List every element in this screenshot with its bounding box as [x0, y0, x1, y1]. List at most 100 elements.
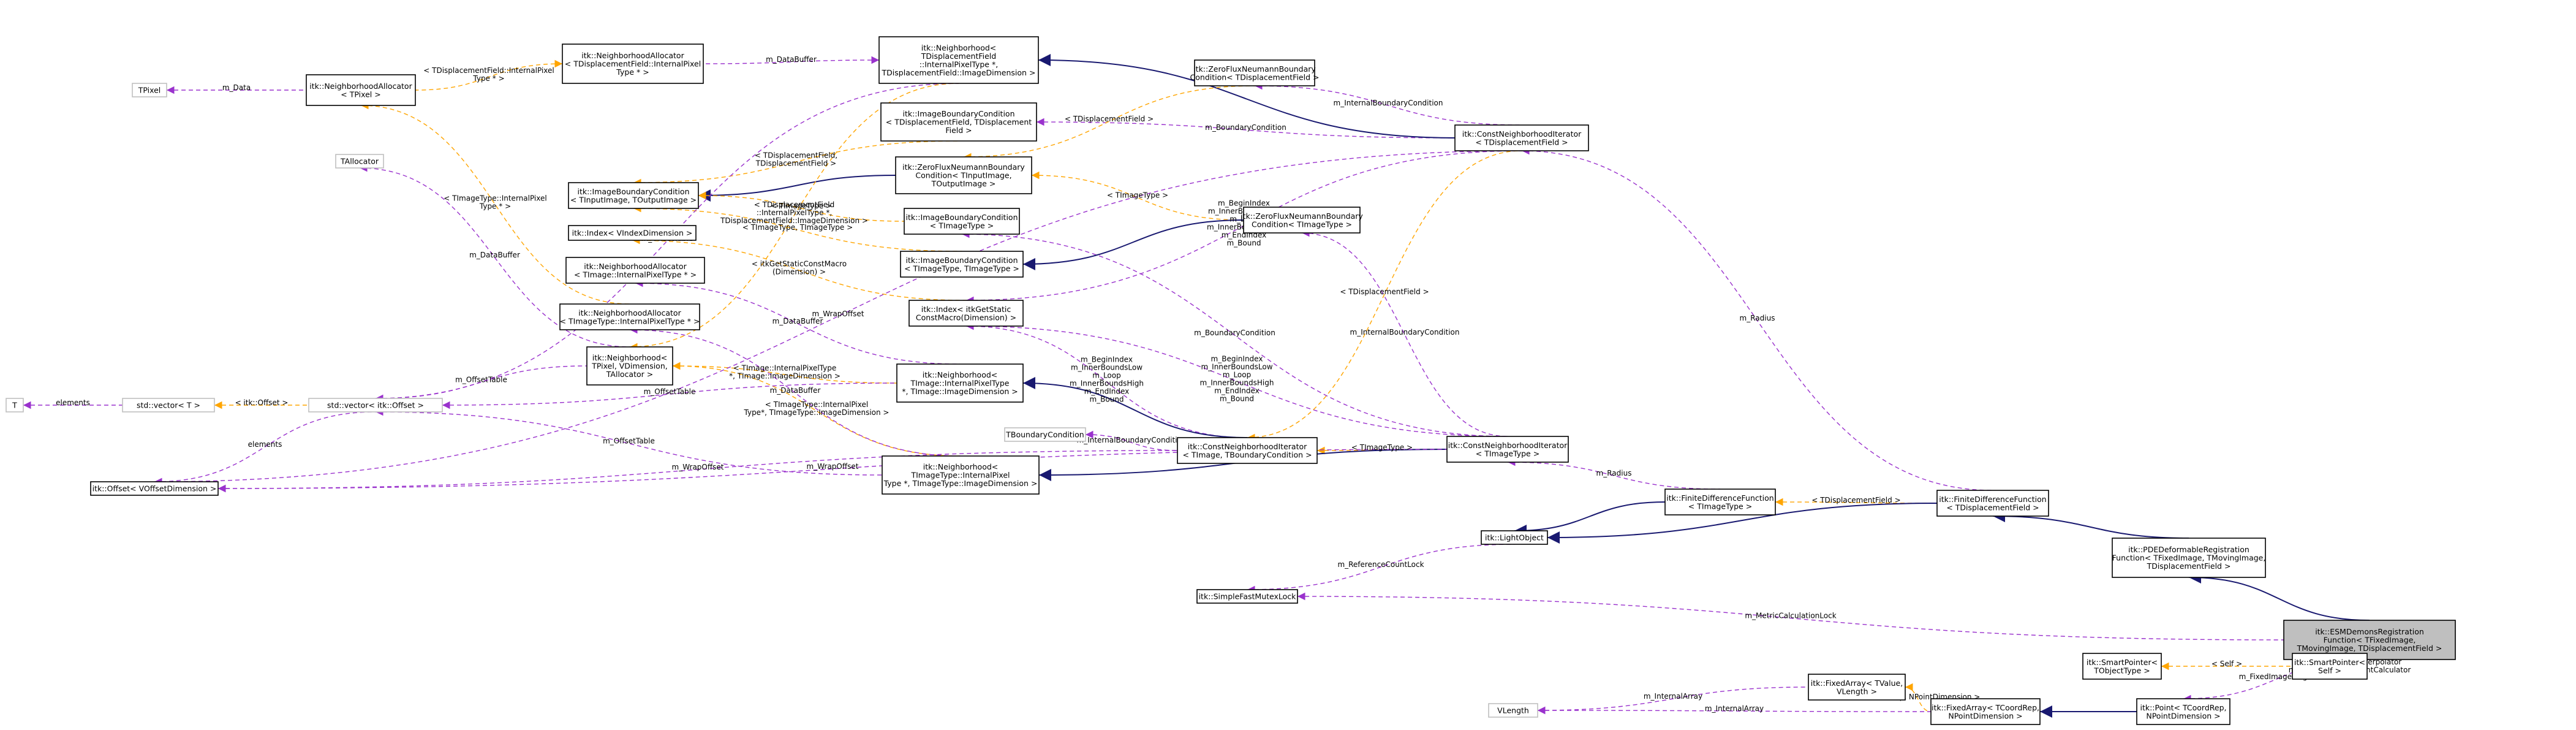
edge-path	[415, 59, 563, 91]
edge-label: m_Loop	[1223, 371, 1251, 379]
edge-FDF_TDF-to-PDE	[1992, 510, 2189, 539]
class-box	[908, 300, 1024, 327]
class-node-SP_T[interactable]: itk::SmartPointer<TObjectType >	[2082, 653, 2162, 680]
class-node-Point[interactable]: itk::Point< TCoordRep,NPointDimension >	[2136, 698, 2230, 725]
class-name-line: itk::ZeroFluxNeumannBoundary	[1193, 64, 1316, 74]
class-box	[2292, 653, 2368, 680]
edge-Offset-to-CNI_TDF	[154, 150, 1522, 486]
class-node-FDF_TImageType[interactable]: itk::FiniteDifferenceFunction< TImageTyp…	[1664, 489, 1776, 515]
edge-NB_Generic-to-NB_TDF	[629, 83, 959, 351]
edge-LightObject-to-FDF_TDF	[1547, 503, 1938, 544]
class-node-VLength[interactable]: VLength	[1488, 703, 1538, 718]
edge-label: *, TImage::ImageDimension >	[729, 372, 840, 381]
edge-label: < TDisplacementField,	[755, 151, 837, 160]
class-box	[1481, 530, 1548, 545]
class-box	[1488, 703, 1538, 718]
class-name-line: itk::NeighborhoodAllocator	[581, 51, 684, 60]
edge-label: m_InternalBoundaryCondition	[1350, 328, 1460, 336]
edge-label: < TDisplacementField >	[1065, 115, 1154, 123]
class-node-NB_TImage[interactable]: itk::Neighborhood<TImage::InternalPixelT…	[896, 363, 1024, 403]
class-node-IBC_TITI[interactable]: itk::ImageBoundaryCondition< TImageType,…	[900, 251, 1024, 278]
class-node-IBC_TI[interactable]: itk::ImageBoundaryCondition< TImageType …	[904, 208, 1020, 235]
class-node-SP_Self[interactable]: itk::SmartPointer<Self >	[2292, 653, 2368, 680]
class-name-line: itk::NeighborhoodAllocator	[578, 308, 681, 317]
class-name-line: itk::Neighborhood<	[921, 43, 997, 52]
class-name-line: itk::ZeroFluxNeumannBoundary	[902, 162, 1025, 172]
class-box	[2112, 538, 2266, 578]
edge-label: m_BeginIndex	[1081, 355, 1133, 364]
class-node-FA_T[interactable]: itk::FixedArray< TValue,VLength >	[1808, 674, 1906, 701]
class-name-line: < TInputImage, TOutputImage >	[570, 195, 697, 204]
class-name-line: TBoundaryCondition	[1005, 430, 1084, 439]
class-box	[1194, 59, 1315, 86]
class-name-line: < TDisplacementField >	[1946, 503, 2039, 512]
class-node-IndexStatic[interactable]: itk::Index< itkGetStaticConstMacro(Dimen…	[908, 300, 1024, 327]
edge-label: m_InternalArray	[1644, 692, 1702, 701]
class-node-NA_TImage[interactable]: itk::NeighborhoodAllocator< TImage::Inte…	[565, 257, 705, 284]
class-node-PDE[interactable]: itk::PDEDeformableRegistrationFunction< …	[2112, 538, 2266, 578]
class-node-LightObject[interactable]: itk::LightObject	[1481, 530, 1548, 545]
edge-path	[633, 140, 959, 187]
class-node-VecOffset[interactable]: std::vector< itk::Offset >	[308, 398, 443, 413]
class-node-TBoundaryCondition[interactable]: TBoundaryCondition	[1004, 427, 1086, 442]
class-node-SFML[interactable]: itk::SimpleFastMutexLock	[1196, 589, 1298, 604]
class-name-line: < TImageType, TImageType >	[904, 264, 1019, 273]
class-node-CNI_TDF[interactable]: itk::ConstNeighborhoodIterator< TDisplac…	[1454, 124, 1589, 151]
class-name-line: itk::NeighborhoodAllocator	[309, 82, 412, 91]
class-node-T[interactable]: T	[6, 398, 24, 413]
class-node-Offset[interactable]: itk::Offset< VOffsetDimension >	[90, 481, 219, 496]
class-name-line: T	[12, 401, 17, 410]
edge-label: Type*, TImageType::ImageDimension >	[744, 408, 890, 417]
edge-label: m_Radius	[1596, 469, 1632, 477]
class-node-CNI_TImage[interactable]: itk::ConstNeighborhoodIterator< TImage, …	[1177, 437, 1318, 464]
class-node-NB_Generic[interactable]: itk::Neighborhood<TPixel, VDimension,TAl…	[586, 346, 673, 386]
class-node-FDF_TDF[interactable]: itk::FiniteDifferenceFunction< TDisplace…	[1936, 490, 2049, 517]
edge-path	[1031, 171, 1244, 221]
class-node-IBC_TDF[interactable]: itk::ImageBoundaryCondition< TDisplaceme…	[880, 102, 1037, 142]
edge-label: ::InternalPixelType *,	[757, 208, 832, 217]
class-node-TAllocator[interactable]: TAllocator	[335, 154, 384, 169]
edge-IBC_InOut-to-IBC_TDF	[633, 140, 959, 187]
edge-label: m_Data	[222, 83, 251, 92]
edge-ZFN_TDF-to-CNI_TDF	[1254, 82, 1522, 126]
edge-label: m_EndIndex	[1214, 387, 1260, 395]
edge-label: m_WrapOffset	[812, 310, 864, 318]
class-node-NA_TPixel[interactable]: itk::NeighborhoodAllocator< TPixel >	[306, 74, 416, 106]
class-node-CNI_TImageType[interactable]: itk::ConstNeighborhoodIterator< TImageTy…	[1446, 436, 1569, 463]
class-box	[1454, 124, 1589, 151]
class-box	[882, 455, 1040, 495]
class-node-NA_TDF[interactable]: itk::NeighborhoodAllocator< TDisplacemen…	[562, 44, 704, 84]
class-name-line: itk::NeighborhoodAllocator	[584, 262, 687, 271]
class-node-NB_TImageType[interactable]: itk::Neighborhood<TImageType::InternalPi…	[882, 455, 1040, 495]
class-name-line: itk::Neighborhood<	[923, 462, 999, 471]
edge-path	[1254, 82, 1522, 126]
class-name-line: Function< TFixedImage,	[2324, 636, 2416, 645]
edge-label: elements	[56, 398, 90, 407]
class-node-IndexV[interactable]: itk::Index< VIndexDimension >	[568, 225, 697, 241]
class-box	[895, 156, 1032, 194]
edge-IndexStatic-to-CNI_TImage	[965, 322, 1248, 438]
class-node-TPixel[interactable]: TPixel	[132, 83, 167, 97]
class-name-line: itk::FiniteDifferenceFunction	[1939, 495, 2046, 504]
edge-label: < TImageType::InternalPixel	[765, 400, 868, 409]
class-node-VecT[interactable]: std::vector< T >	[122, 398, 215, 413]
class-node-FA_Coord[interactable]: itk::FixedArray< TCoordRep,NPointDimensi…	[1930, 698, 2041, 725]
class-node-IBC_InOut[interactable]: itk::ImageBoundaryCondition< TInputImage…	[568, 182, 699, 209]
class-node-NA_TImageType[interactable]: itk::NeighborhoodAllocator< TImageType::…	[559, 303, 700, 330]
edge-label: m_Radius	[1740, 314, 1775, 322]
edge-path	[1036, 118, 1456, 139]
class-box	[896, 363, 1024, 403]
edge-TBoundaryCondition-to-CNI_TImage	[1085, 430, 1178, 451]
edge-IBC_InOut-to-IBC_TI	[698, 191, 905, 222]
edge-label: < itkGetStaticConstMacro	[752, 260, 847, 268]
class-node-NB_TDF[interactable]: itk::Neighborhood<TDisplacementField::In…	[878, 36, 1039, 84]
class-name-line: < TDisplacementField >	[1475, 137, 1568, 146]
class-box	[1196, 589, 1298, 604]
class-box	[586, 346, 673, 386]
edge-label: < TImageType >	[1107, 191, 1168, 200]
edge-label: m_Bound	[1220, 395, 1254, 403]
class-box	[1664, 489, 1776, 515]
